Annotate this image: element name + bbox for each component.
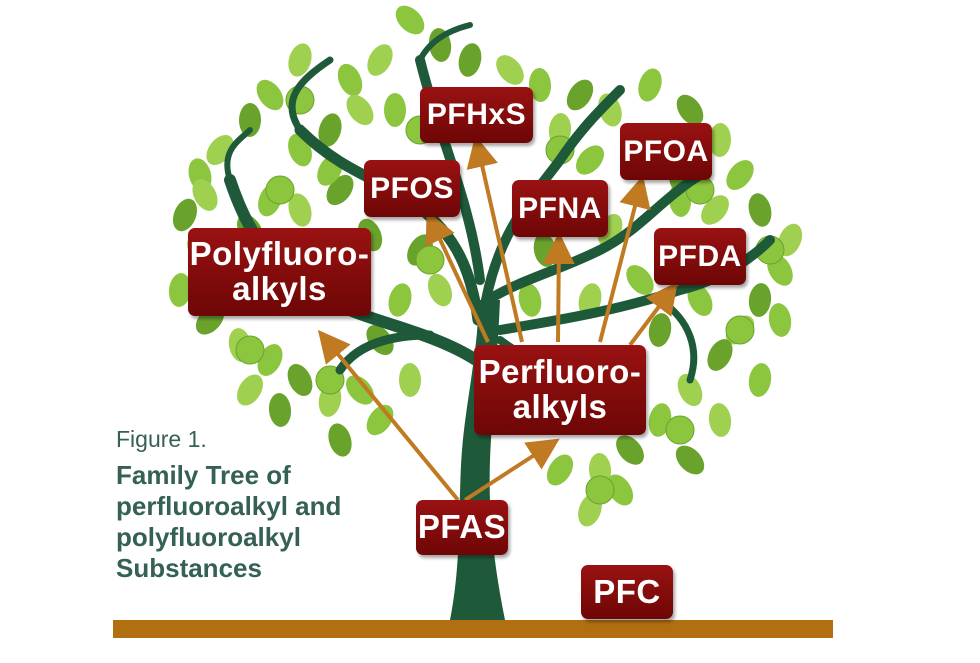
leaf: [638, 68, 662, 102]
leaf: [708, 123, 732, 157]
leaf: [398, 363, 422, 397]
leaf: [287, 363, 313, 397]
branch: [224, 127, 253, 183]
leaf: [346, 94, 374, 126]
figure-title-line: perfluoroalkyl and: [116, 491, 342, 521]
apple: [585, 475, 615, 505]
node-label: alkyls: [512, 388, 608, 425]
leaf: [268, 393, 292, 427]
apple: [665, 415, 695, 445]
figure-title-line: Family Tree of: [116, 460, 291, 490]
apple: [725, 315, 755, 345]
leaf: [238, 103, 262, 137]
branch: [288, 56, 334, 134]
leaf: [318, 113, 342, 147]
node-label: alkyls: [232, 270, 327, 307]
leaf: [288, 43, 312, 77]
apple: [235, 335, 265, 365]
relationship-arrows: [317, 135, 678, 502]
leaf: [676, 94, 704, 126]
arrow-perfluoro-to-pfoa: [598, 175, 651, 343]
leaf: [192, 179, 218, 211]
node-label: PFHxS: [426, 98, 527, 132]
leaf: [256, 79, 284, 111]
arrow-perfluoro-to-pfhxs: [466, 135, 524, 343]
leaf: [496, 55, 524, 85]
ground-line: [113, 620, 833, 638]
arrow-pfas-to-perfluoroalkyls: [463, 438, 560, 502]
node-label: PFAS: [417, 508, 507, 546]
leaf: [388, 283, 412, 317]
leaf: [575, 145, 605, 175]
node-label: Perfluoro-: [478, 353, 642, 391]
figure-title-line: polyfluoroalkyl: [116, 522, 301, 552]
node-pfoa: PFOA: [620, 123, 712, 180]
node-label: PFC: [593, 572, 661, 610]
leaf: [288, 193, 312, 227]
node-pfas: PFAS: [416, 500, 508, 555]
leaf: [768, 303, 792, 337]
leaf: [701, 195, 729, 225]
node-label: PFNA: [518, 191, 602, 225]
apple: [415, 245, 445, 275]
leaf: [518, 283, 542, 317]
leaf: [367, 44, 393, 76]
leaf: [707, 339, 733, 371]
arrow-perfluoro-to-pfda: [628, 281, 678, 347]
leaf: [748, 193, 772, 227]
leaf: [748, 283, 772, 317]
node-label: PFOS: [370, 171, 454, 205]
node-label: PFOA: [623, 134, 709, 168]
branch: [417, 22, 473, 63]
figure-title-line: Substances: [116, 553, 262, 583]
node-pfc: PFC: [581, 565, 673, 619]
leaf: [675, 445, 705, 475]
arrow-pfas-to-polyfluoroalkyls: [317, 329, 460, 502]
node-polyfluoroalkyls: Polyfluoro- alkyls: [188, 228, 371, 316]
leaf: [384, 93, 406, 127]
leaf: [546, 454, 574, 486]
node-label: PFDA: [658, 239, 742, 273]
branch: [483, 170, 705, 305]
node-label: Polyfluoro-: [189, 235, 370, 273]
node-pfda: PFDA: [654, 228, 746, 285]
leaf: [328, 423, 352, 457]
leaf: [172, 198, 198, 232]
figure-label: Figure 1.: [116, 426, 207, 452]
leaf: [458, 43, 482, 77]
node-pfhxs: PFHxS: [420, 87, 533, 143]
leaf: [677, 373, 703, 407]
leaf: [528, 68, 552, 102]
node-pfos: PFOS: [364, 160, 460, 217]
leaf: [726, 160, 754, 190]
leaf: [648, 313, 672, 347]
leaf: [566, 79, 594, 111]
node-perfluoroalkyls: Perfluoro- alkyls: [474, 345, 646, 435]
leaf: [237, 374, 263, 406]
leaf: [168, 273, 192, 307]
node-pfna: PFNA: [512, 180, 608, 237]
leaf: [395, 5, 425, 35]
leaf: [345, 375, 375, 405]
leaf: [616, 435, 644, 465]
leaf: [748, 363, 772, 397]
apple: [265, 175, 295, 205]
arrow-perfluoro-to-pfos: [425, 210, 490, 343]
leaf: [687, 284, 713, 316]
leaf: [427, 273, 453, 307]
leaf: [337, 63, 363, 97]
leaf: [606, 474, 634, 506]
leaf: [708, 403, 732, 437]
arrow-perfluoro-to-pfna: [542, 232, 575, 343]
